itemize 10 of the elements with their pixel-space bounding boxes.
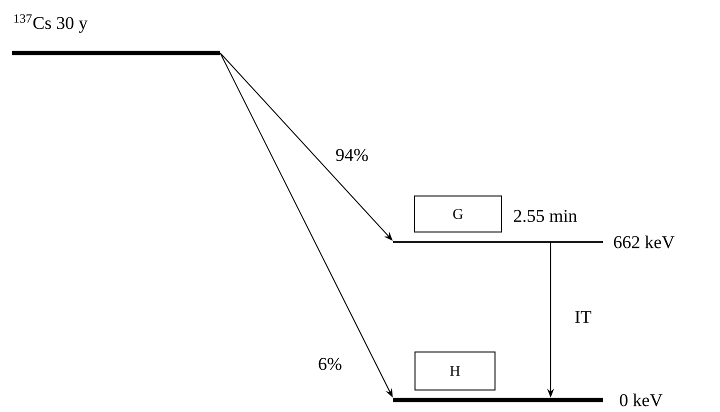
- level-line: [393, 241, 603, 243]
- level-annotation: 0 keV: [620, 394, 662, 406]
- edge-label: 6%: [317, 356, 343, 372]
- state-box: H: [414, 351, 496, 390]
- edge-label: IT: [574, 310, 592, 324]
- edge-label: 94%: [334, 148, 370, 162]
- state-box: G: [414, 196, 502, 232]
- level-annotation: 2.55 min: [514, 210, 577, 222]
- level-annotation: 662 keV: [614, 236, 674, 248]
- level-label: $^{137}$Cs 30 y: [14, 14, 88, 33]
